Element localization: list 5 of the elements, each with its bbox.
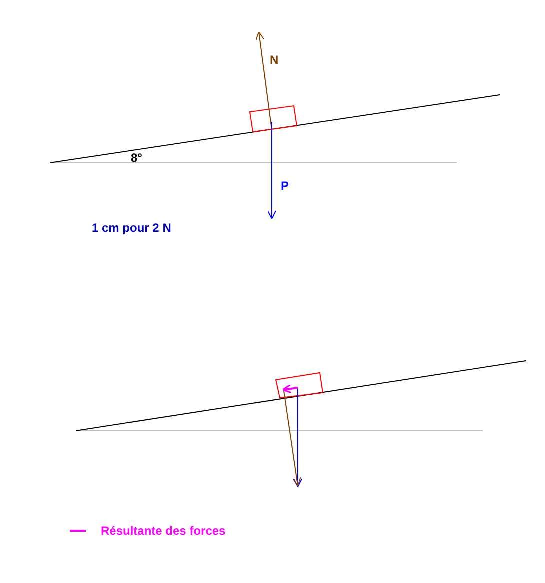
scale-note: 1 cm pour 2 N — [92, 221, 172, 235]
legend-text: Résultante des forces — [101, 524, 226, 538]
force-label: N — [270, 53, 279, 67]
force-label: P — [281, 179, 290, 193]
angle-label: 8° — [131, 151, 142, 165]
